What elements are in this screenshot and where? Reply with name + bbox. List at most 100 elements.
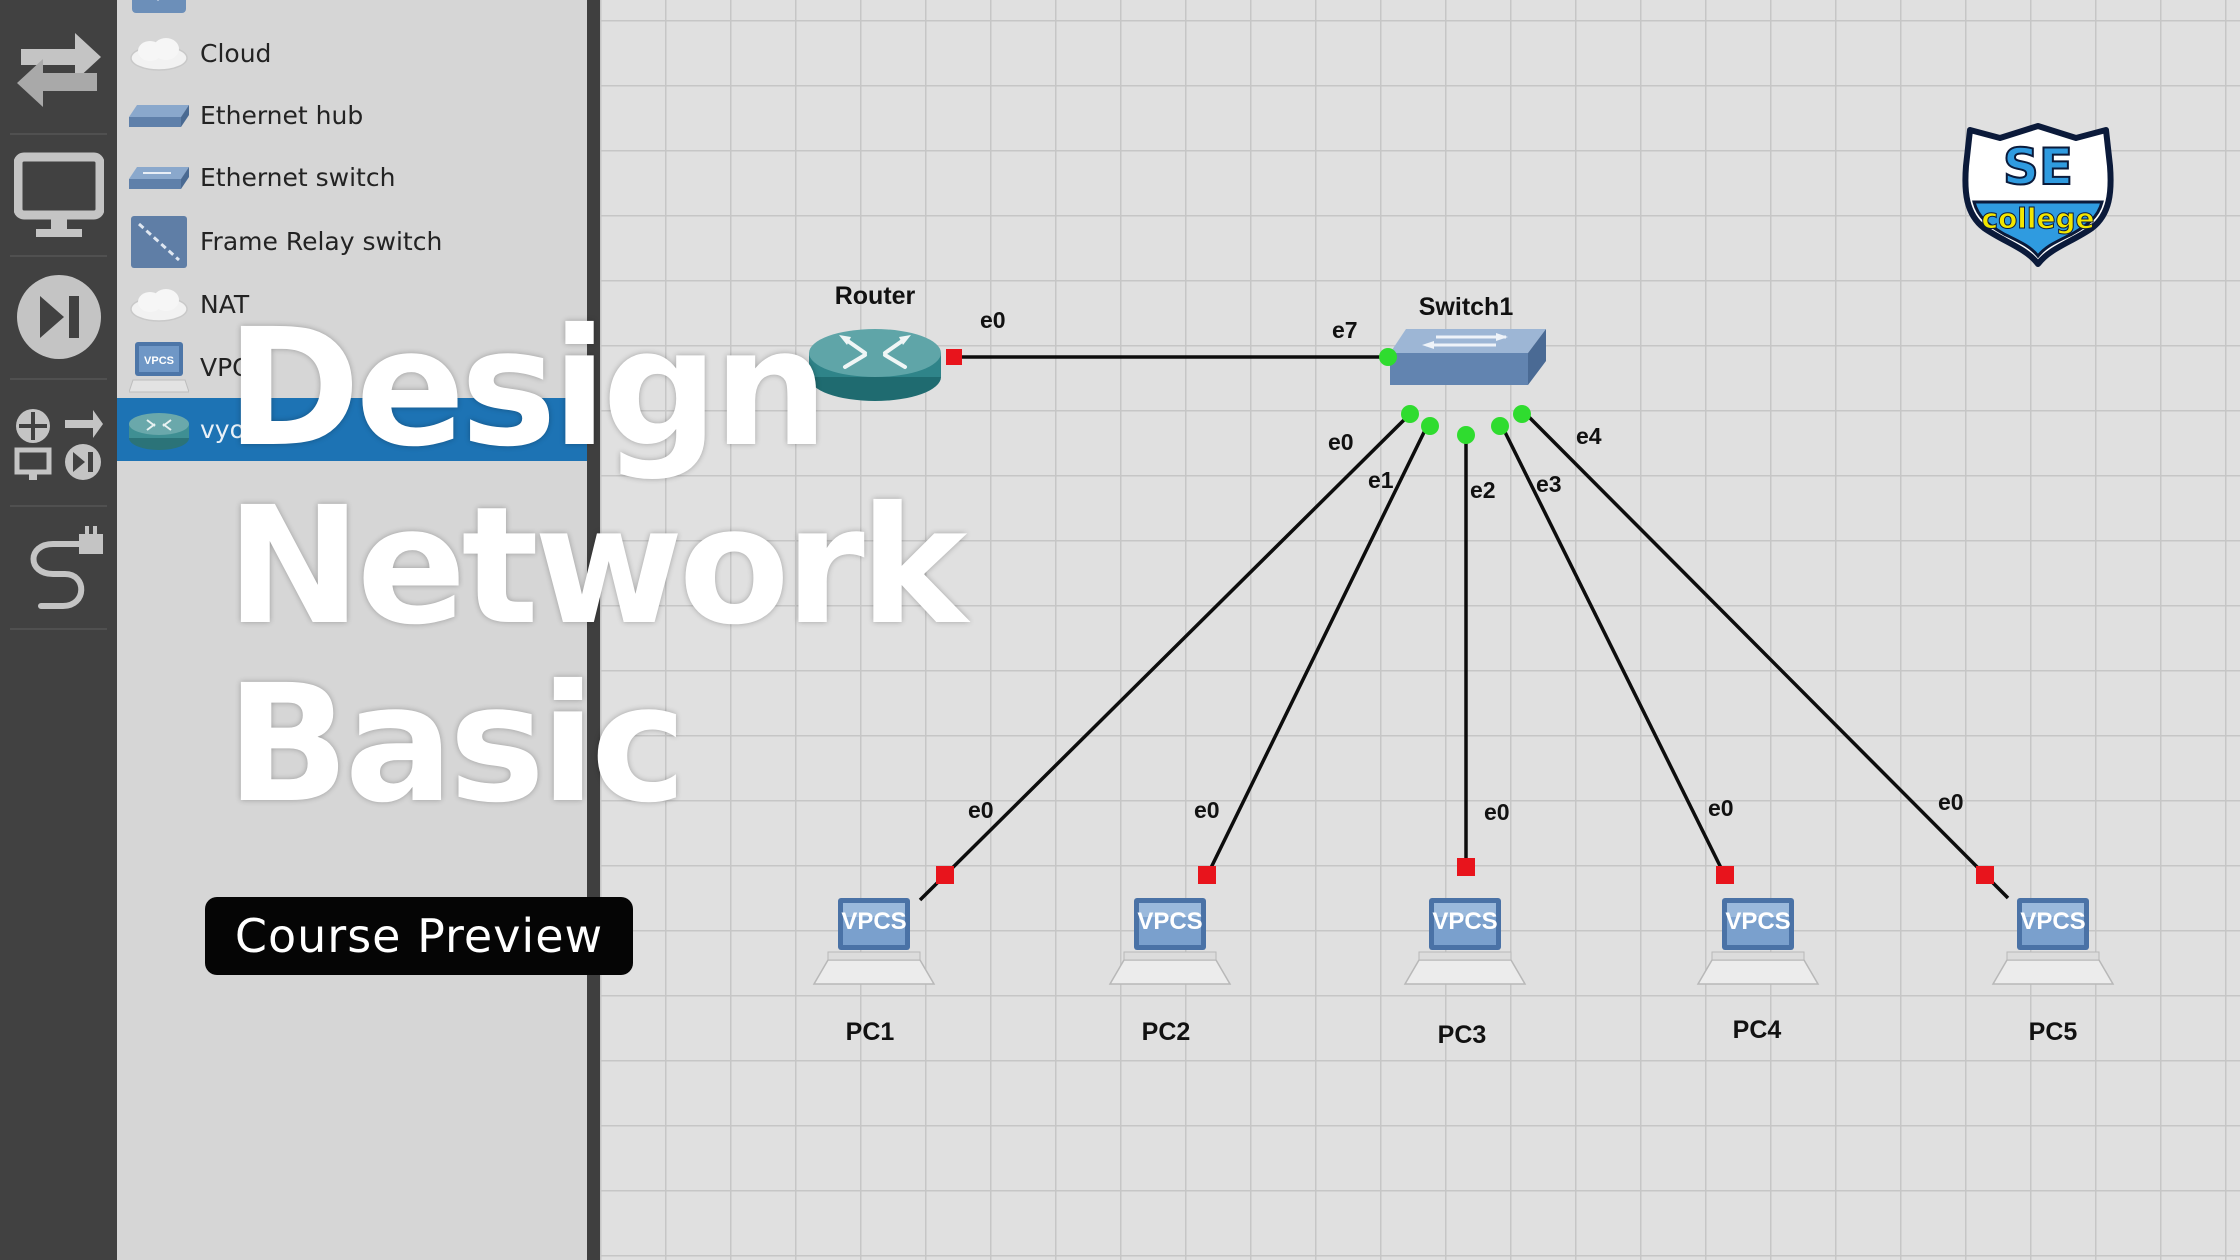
atm-switch-icon: [127, 0, 191, 20]
browse-end-devices-button[interactable]: [0, 142, 117, 250]
pc5-node[interactable]: VPCS: [1992, 897, 2114, 985]
pc2-port-down: [1198, 866, 1216, 884]
pc5-label: PC5: [2029, 1018, 2078, 1046]
pc4-port-label: e0: [1708, 795, 1734, 821]
palette-item-frame-relay-switch[interactable]: Frame Relay switch: [117, 210, 587, 273]
logo-college-text: college: [1981, 202, 2094, 235]
switch-port-label: e1: [1368, 467, 1394, 493]
svg-text:VPCS: VPCS: [144, 355, 174, 367]
add-link-button[interactable]: [0, 512, 117, 624]
switch-port-label: e4: [1576, 423, 1602, 449]
port-labels: e0 e7 e0 e1 e2 e3 e4 e0 e0 e0 e0 e0: [968, 307, 1964, 825]
browse-security-devices-button[interactable]: [0, 262, 117, 372]
port-markers: [936, 348, 1994, 884]
ethernet-hub-icon: [127, 88, 191, 144]
nat-cloud-icon: [127, 277, 191, 333]
pc3-screen-label: VPCS: [1432, 908, 1497, 935]
pc2-port-label: e0: [1194, 797, 1220, 823]
pc3-node[interactable]: VPCS: [1404, 897, 1526, 985]
device-grid-icon: [14, 409, 103, 480]
monitor-icon: [13, 152, 104, 237]
pc1-port-down: [936, 866, 954, 884]
course-title: Design Network Basic: [226, 295, 967, 839]
pc2-screen-label: VPCS: [1137, 908, 1202, 935]
switch-node[interactable]: [1390, 329, 1546, 385]
pc3-port-label: e0: [1484, 799, 1510, 825]
course-title-line: Basic: [226, 651, 687, 839]
palette-item-label: VPC: [200, 353, 250, 382]
palette-item-ethernet-switch[interactable]: Ethernet switch: [117, 146, 587, 209]
switch-port-up: [1401, 405, 1419, 423]
palette-item-vpcs[interactable]: VPCS VPC: [117, 336, 587, 399]
course-title-line: Design: [226, 295, 829, 483]
palette-item-cloud[interactable]: Cloud: [117, 22, 587, 85]
play-pause-icon: [16, 275, 101, 359]
pc4-port-down: [1716, 866, 1734, 884]
palette-item-label: Frame Relay switch: [200, 227, 443, 256]
course-title-line: Network: [226, 473, 967, 661]
pc2-node[interactable]: VPCS: [1109, 897, 1231, 985]
pc3-port-down: [1457, 858, 1475, 876]
palette-item-label: Cloud: [200, 39, 272, 68]
device-toolbar: [0, 0, 117, 1260]
switch-label: Switch1: [1419, 293, 1514, 321]
palette-item-ethernet-hub[interactable]: Ethernet hub: [117, 84, 587, 147]
pc1-label: PC1: [846, 1018, 895, 1046]
cloud-icon: [127, 26, 191, 82]
switch-port-up: [1491, 417, 1509, 435]
toolbar-separator: [10, 505, 107, 507]
topology-canvas[interactable]: Router Switch1 e0 e7: [600, 0, 2240, 1260]
palette-item-vyos[interactable]: vyo: [117, 398, 587, 461]
toolbar-separator: [10, 628, 107, 630]
logo-se-text: SE: [2003, 138, 2073, 196]
topology-diagram: Router Switch1 e0 e7: [809, 282, 2114, 1049]
link-pc1[interactable]: [918, 412, 1412, 902]
switch-port-up: [1421, 417, 1439, 435]
pc1-node[interactable]: VPCS: [813, 897, 935, 985]
pc4-label: PC4: [1733, 1016, 1782, 1044]
frame-relay-switch-icon: [127, 214, 191, 270]
palette-item-label: NAT: [200, 290, 250, 319]
course-preview-badge: Course Preview: [205, 897, 633, 975]
pc5-screen-label: VPCS: [2020, 908, 2085, 935]
link-pc5[interactable]: [1520, 408, 2010, 900]
router-port-label: e0: [980, 307, 1006, 333]
palette-item-label: vyo: [200, 415, 245, 444]
router-port-down: [946, 349, 962, 365]
router-node[interactable]: [809, 329, 941, 401]
pc1-screen-label: VPCS: [841, 908, 906, 935]
pc4-node[interactable]: VPCS: [1697, 897, 1819, 985]
pc4-screen-label: VPCS: [1725, 908, 1790, 935]
link-pc4[interactable]: [1498, 421, 1728, 879]
cable-icon: [30, 526, 103, 609]
switch-port-label: e0: [1328, 429, 1354, 455]
switch-uplink-port-label: e7: [1332, 317, 1358, 343]
switch-port-up: [1513, 405, 1531, 423]
switch-port-up: [1457, 426, 1475, 444]
pc5-port-down: [1976, 866, 1994, 884]
vpcs-icon: VPCS: [127, 340, 191, 396]
ethernet-switch-icon: [127, 150, 191, 206]
palette-item-label: Ethernet switch: [200, 163, 396, 192]
router-label: Router: [835, 282, 916, 310]
device-palette: Cloud Ethernet hub Ethernet switch Frame…: [117, 0, 587, 1260]
pc1-port-label: e0: [968, 797, 994, 823]
network-links: [918, 355, 2010, 902]
pc3-label: PC3: [1438, 1021, 1487, 1049]
switch-port-label: e3: [1536, 471, 1562, 497]
pc2-label: PC2: [1142, 1018, 1191, 1046]
switch-port-label: e2: [1470, 477, 1496, 503]
palette-item-label: Ethernet hub: [200, 101, 364, 130]
browse-all-devices-grid-button[interactable]: [0, 385, 117, 495]
swap-arrows-icon: [16, 33, 101, 107]
browse-all-devices-button[interactable]: [0, 10, 117, 120]
toolbar-separator: [10, 378, 107, 380]
toolbar-separator: [10, 133, 107, 135]
palette-item-partial[interactable]: [117, 0, 587, 23]
router-icon: [127, 402, 191, 458]
pc5-port-label: e0: [1938, 789, 1964, 815]
link-pc2[interactable]: [1203, 419, 1432, 881]
palette-item-nat[interactable]: NAT: [117, 273, 587, 336]
se-college-logo: SE college: [1962, 123, 2114, 267]
toolbar-separator: [10, 255, 107, 257]
